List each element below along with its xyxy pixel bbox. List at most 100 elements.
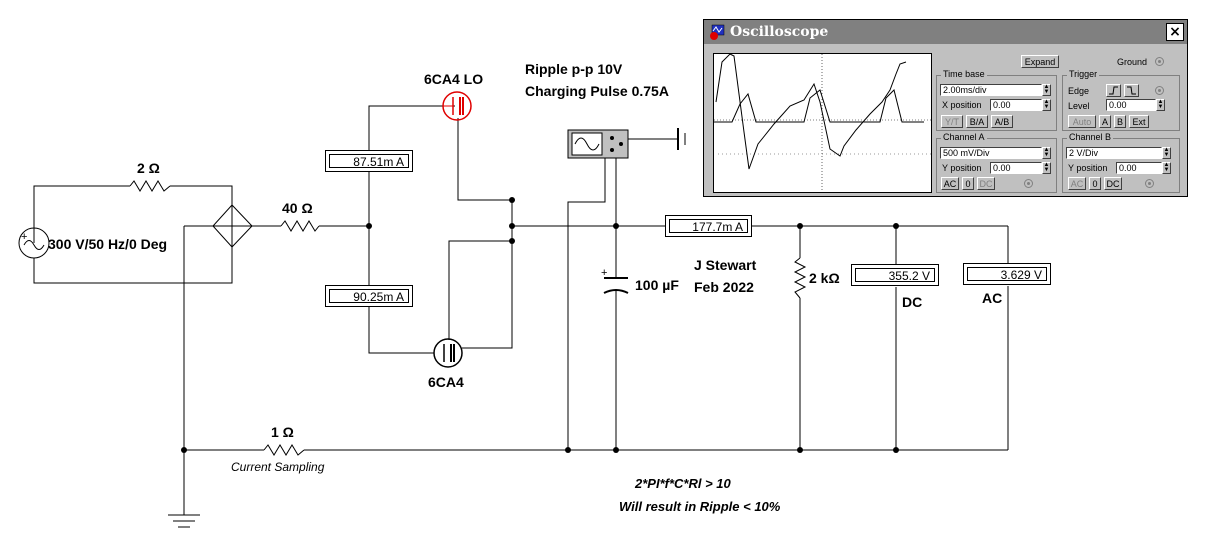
close-icon[interactable]: × [1166,23,1184,41]
channel-a-group: Channel A [936,132,1057,193]
ammeter-bottom[interactable]: 90.25m A [325,285,413,307]
ammeter-load-display: 177.7m A [669,219,748,234]
ground-terminal[interactable] [1155,57,1164,66]
svg-text:+: + [21,231,27,243]
ripple-note: Ripple p-p 10V [525,61,623,77]
tube-6ca4 [433,338,463,368]
channel-b-scale-spinner[interactable]: ▲▼ [1162,147,1171,159]
wire-upper-branch [368,105,455,226]
tube-top-label: 6CA4 LO [424,71,484,87]
trigger-ext-terminal[interactable] [1155,86,1164,95]
channel-b-scale-field[interactable]: 2 V/Div [1066,147,1162,159]
ab-button[interactable]: A/B [991,115,1013,128]
level-label: Level [1068,101,1090,111]
edge-label: Edge [1068,86,1090,96]
tube-bottom-label: 6CA4 [428,374,464,390]
channel-a-scale-field[interactable]: 500 mV/Div [940,147,1042,159]
resistor-2k [793,257,807,299]
tube-6ca4-lo [442,91,472,121]
wire-series-to-bridge [170,185,233,205]
wire-source-top [33,185,130,243]
level-spinner[interactable]: ▲▼ [1156,99,1165,111]
trace-channel-b [714,89,924,123]
r-load-label: 2 kΩ [809,270,840,286]
channel-b-zero-button[interactable]: 0 [1089,177,1101,190]
voltmeter-dc[interactable]: 355.2 V [851,264,939,286]
ba-button[interactable]: B/A [966,115,988,128]
wire-bottom-tube-in [448,240,512,340]
rising-edge-icon[interactable] [1106,84,1121,97]
channel-b-ac-button[interactable]: AC [1068,177,1086,190]
date-label: Feb 2022 [694,279,754,295]
channel-b-ypos-field[interactable]: 0.00 [1116,162,1162,174]
falling-edge-icon[interactable] [1124,84,1139,97]
r-series-label: 2 Ω [137,160,160,176]
r-limit-label: 40 Ω [282,200,313,216]
x-position-spinner[interactable]: ▲▼ [1042,99,1051,111]
trigger-title: Trigger [1067,69,1100,79]
resistor-1ohm [263,444,305,456]
ac-label: AC [982,290,1003,306]
x-position-field[interactable]: 0.00 [990,99,1042,111]
ammeter-top[interactable]: 87.51m A [325,150,413,172]
formula-result-text: Will result in Ripple < 10% [619,499,781,514]
channel-a-ypos-label: Y position [942,163,982,173]
svg-text:+: + [601,267,607,279]
timebase-group: Time base [936,69,1057,131]
channel-b-group: Channel B [1062,132,1180,193]
capacitor-label: 100 µF [635,277,679,293]
x-position-label: X position [942,100,982,110]
expand-button[interactable]: Expand [1021,55,1059,68]
ammeter-load[interactable]: 177.7m A [665,215,752,237]
resistor-40ohm [280,220,320,232]
wire-scope-a [567,158,606,450]
oscilloscope-app-icon [710,24,725,40]
ammeter-top-display: 87.51m A [329,154,409,169]
formula-text: 2*PI*f*C*Rl > 10 [635,476,731,491]
ammeter-bottom-display: 90.25m A [329,289,409,304]
channel-b-terminal[interactable] [1145,179,1154,188]
scope-probe-symbol [567,129,629,159]
dc-label: DC [902,294,923,310]
channel-a-terminal[interactable] [1024,179,1033,188]
pulse-note: Charging Pulse 0.75A [525,83,669,99]
wire-lower-branch [368,226,434,354]
yt-button[interactable]: Y/T [941,115,963,128]
channel-a-title: Channel A [941,132,987,142]
oscilloscope-title: Oscilloscope [730,24,829,40]
wire-top-tube-out [457,118,512,201]
r-sense-caption: Current Sampling [231,460,325,474]
auto-button[interactable]: Auto [1068,115,1096,128]
trigger-group: Trigger [1062,69,1180,131]
voltmeter-ac[interactable]: 3.629 V [963,263,1051,285]
ac-source-symbol [18,227,50,259]
channel-b-dc-button[interactable]: DC [1104,177,1122,190]
voltmeter-dc-display: 355.2 V [855,268,935,283]
ground-label: Ground [1117,57,1148,67]
trigger-ext-button[interactable]: Ext [1129,115,1149,128]
oscilloscope-window[interactable]: Oscilloscope × Expand Ground Time base 2… [703,19,1188,197]
channel-b-title: Channel B [1067,132,1114,142]
wire-bottom-tube-out [462,200,513,349]
source-label: 300 V/50 Hz/0 Deg [48,236,168,252]
r-sense-label: 1 Ω [271,424,294,440]
channel-a-scale-spinner[interactable]: ▲▼ [1042,147,1051,159]
timebase-title: Time base [941,69,987,79]
trigger-b-button[interactable]: B [1114,115,1126,128]
oscilloscope-titlebar[interactable]: Oscilloscope × [704,20,1187,44]
trigger-a-button[interactable]: A [1099,115,1111,128]
channel-b-ypos-spinner[interactable]: ▲▼ [1162,162,1171,174]
oscilloscope-screen [713,53,932,193]
timebase-spinner[interactable]: ▲▼ [1042,84,1051,96]
channel-a-zero-button[interactable]: 0 [962,177,974,190]
timebase-value-field[interactable]: 2.00ms/div [940,84,1042,96]
channel-a-ypos-spinner[interactable]: ▲▼ [1042,162,1051,174]
channel-a-ypos-field[interactable]: 0.00 [990,162,1042,174]
channel-a-dc-button[interactable]: DC [977,177,995,190]
resistor-2ohm [129,180,171,192]
author-label: J Stewart [694,257,757,273]
wire-source-bottom [33,247,233,284]
channel-a-ac-button[interactable]: AC [941,177,959,190]
level-field[interactable]: 0.00 [1106,99,1156,111]
channel-b-ypos-label: Y position [1068,163,1108,173]
